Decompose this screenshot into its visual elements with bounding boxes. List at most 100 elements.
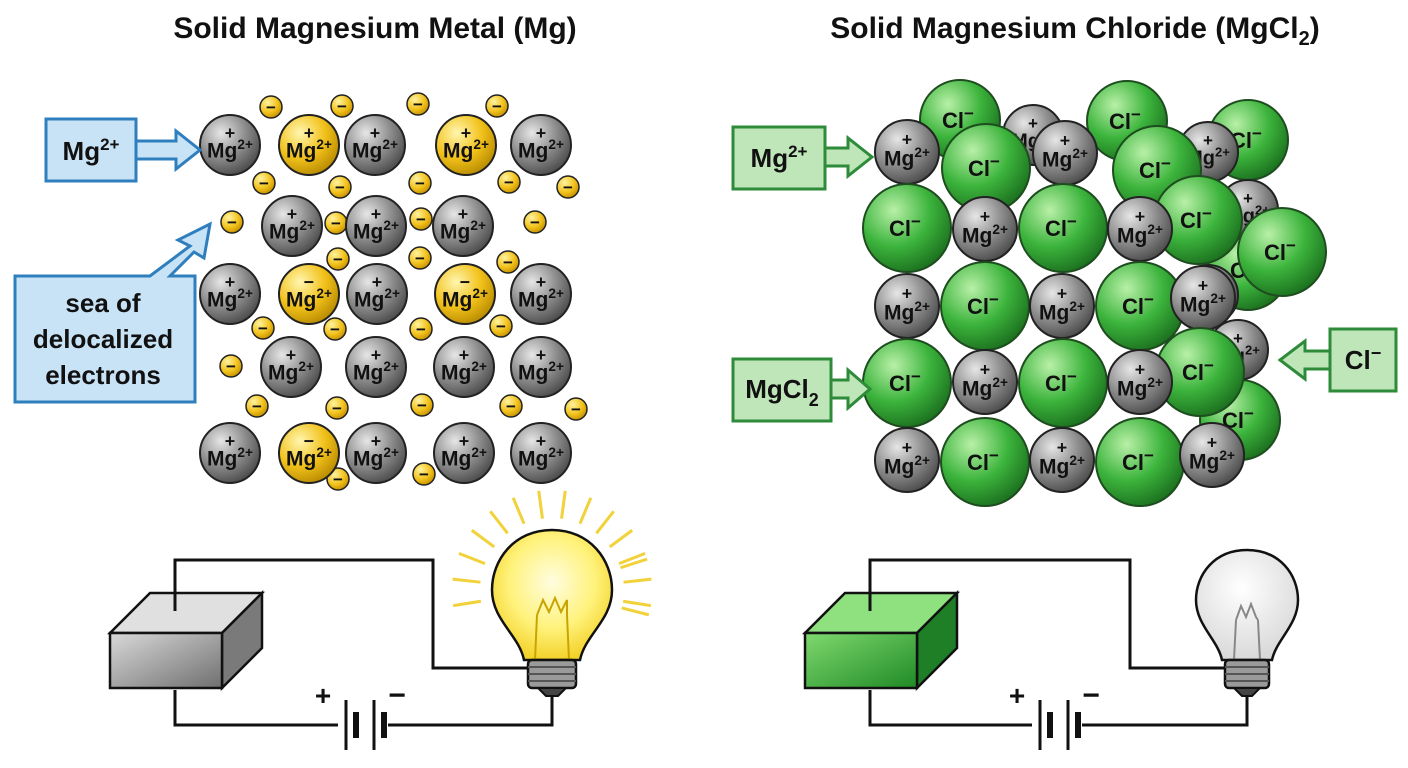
svg-text:Cl−: Cl− [1045,367,1077,396]
svg-text:electrons: electrons [45,360,161,390]
svg-text:+: + [225,123,235,143]
light-ray [452,599,482,608]
chloride-ion: Cl− [940,417,1030,507]
svg-text:−: − [506,397,516,416]
magnesium-ion: +Mg2+ [433,336,495,398]
electron: − [245,394,269,418]
svg-text:Mg2+: Mg2+ [441,359,487,384]
svg-text:Cl−: Cl− [1139,154,1171,183]
svg-text:Cl−: Cl− [1264,236,1296,265]
svg-text:sea of: sea of [65,288,140,318]
electron: − [251,316,275,340]
svg-text:−: − [530,213,540,232]
light-ray [623,577,652,584]
svg-text:Cl−: Cl− [889,367,921,396]
light-ray [595,510,615,535]
svg-text:+: + [461,123,471,143]
magnesium-ion: −Mg2+ [278,263,340,325]
magnesium-ion: +Mg2+ [874,119,940,185]
svg-text:Mg2+: Mg2+ [443,137,489,162]
svg-text:−: − [304,431,314,451]
svg-text:+: + [980,360,990,380]
svg-text:+: + [902,438,912,458]
electron: − [523,210,547,234]
svg-text:−: − [330,320,340,339]
svg-text:−: − [258,319,268,338]
svg-text:+: + [459,431,469,451]
magnesium-chloride-lattice: Cl−Cl−Cl−Cl−Cl−+Mg2++Mg2++Mg2++Mg2++Mg2+… [862,79,1327,507]
svg-text:−: − [563,178,573,197]
magnesium-ion: +Mg2+ [345,422,407,484]
svg-text:+: + [536,431,546,451]
arrow-right-icon [823,134,875,180]
svg-text:MgCl2: MgCl2 [745,374,819,410]
svg-text:Mg2+: Mg2+ [440,218,486,243]
magnesium-ion: +Mg2+ [345,336,407,398]
magnesium-ion: +Mg2+ [1179,422,1245,488]
svg-text:+: + [286,345,296,365]
svg-text:−: − [304,272,314,292]
svg-text:+: + [458,204,468,224]
electron: − [328,175,352,199]
svg-text:Mg2+: Mg2+ [207,286,253,311]
svg-text:−: − [492,97,502,116]
svg-text:−: − [419,465,429,484]
svg-text:Cl−: Cl− [1180,204,1212,233]
electron: − [564,397,588,421]
chloride-ion: Cl− [1095,417,1185,507]
magnesium-ion: −Mg2+ [278,422,340,484]
chloride-ion: Cl− [1018,183,1108,273]
svg-text:Mg2+: Mg2+ [884,299,930,324]
svg-text:−: − [416,320,426,339]
magnesium-sample-block [106,560,266,692]
chloride-ion: Cl− [1155,327,1245,417]
svg-text:Mg2+: Mg2+ [518,286,564,311]
svg-text:Mg2+: Mg2+ [1039,299,1085,324]
svg-text:Mg2+: Mg2+ [518,137,564,162]
svg-text:−: − [496,317,506,336]
light-ray [608,529,634,549]
svg-text:Cl−: Cl− [968,152,1000,181]
magnesium-ion: +Mg2+ [261,195,323,257]
magnesium-chloride-sample-block [801,560,961,692]
chloride-ion: Cl− [1237,207,1327,297]
light-bulb-lit-icon [452,490,652,697]
magnesium-ion: +Mg2+ [874,273,940,339]
svg-text:Cl−: Cl− [967,446,999,475]
magnesium-ion: +Mg2+ [510,336,572,398]
electron: − [409,317,433,341]
magnesium-ion: +Mg2+ [199,422,261,484]
electron: − [326,467,350,491]
svg-text:+: + [536,345,546,365]
light-ray [452,577,481,584]
svg-text:+: + [902,284,912,304]
light-ray [622,599,652,608]
light-ray [578,497,593,525]
svg-text:Mg2+: Mg2+ [1189,448,1235,473]
svg-text:Mg2+: Mg2+ [353,445,399,470]
electron: − [406,92,430,116]
svg-text:Cl−: Cl− [1182,356,1214,385]
svg-text:+: + [980,207,990,227]
electron: − [408,171,432,195]
electron: − [485,94,509,118]
svg-text:Mg2+: Mg2+ [354,286,400,311]
svg-text:+: + [1135,360,1145,380]
svg-text:−: − [335,178,345,197]
magnesium-ion: +Mg2+ [952,349,1018,415]
battery-right: + − [1009,679,1100,750]
light-ray [458,552,486,566]
electron: − [326,247,350,271]
magnesium-ion: +Mg2+ [510,263,572,325]
svg-text:Cl−: Cl− [967,290,999,319]
svg-text:−: − [417,396,427,415]
svg-text:Cl−: Cl− [1122,290,1154,319]
light-ray [618,552,646,566]
svg-text:+: + [372,272,382,292]
electron: − [410,393,434,417]
left-panel-title: Solid Magnesium Metal (Mg) [173,12,577,45]
chloride-ion: Cl− [1095,261,1185,351]
svg-text:Cl−: Cl− [1345,343,1382,375]
electron: − [324,211,348,235]
svg-text:Mg2+: Mg2+ [962,375,1008,400]
